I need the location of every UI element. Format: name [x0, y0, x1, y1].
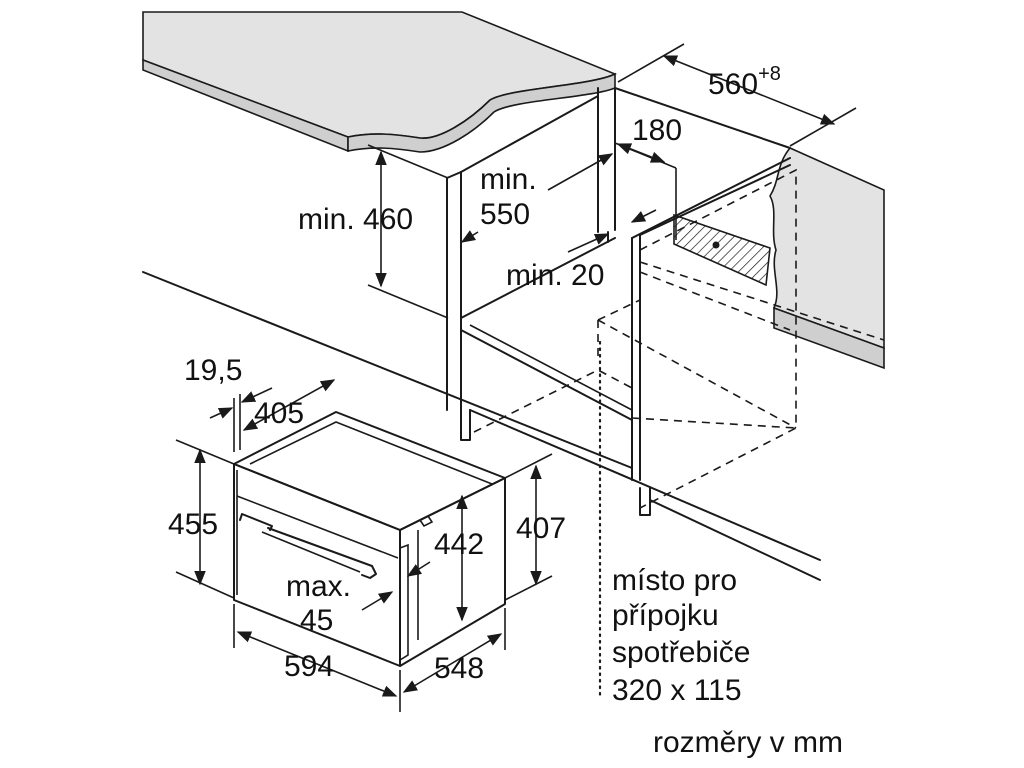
label-455: 455 [168, 508, 218, 541]
dim-19-5-405 [209, 379, 336, 452]
dim-594 [233, 604, 401, 712]
label-max45-line1: max. [286, 570, 351, 603]
connection-note-line-3: spotřebiče [612, 636, 750, 669]
dim-niche-depth [617, 43, 857, 147]
label-405: 405 [254, 397, 304, 430]
label-min-460: min. 460 [298, 203, 413, 236]
label-min-550-line2: 550 [480, 198, 530, 231]
label-442: 442 [434, 528, 484, 561]
connection-area [673, 213, 771, 287]
connection-note-line-2: přípojku [612, 599, 719, 632]
connection-note-line-1: místo pro [612, 564, 737, 597]
niche-dashed-outline [473, 168, 885, 509]
label-180: 180 [632, 114, 682, 147]
dim-min-460 [367, 144, 449, 319]
dim-455 [175, 439, 235, 599]
label-407: 407 [516, 512, 566, 545]
connection-note-line-4: 320 x 115 [612, 674, 742, 707]
dim-max-45 [361, 561, 431, 611]
dim-min-550 [460, 153, 614, 243]
label-max45-line2: 45 [300, 604, 333, 637]
label-560: 560+8 [708, 63, 781, 101]
worktop-right [769, 147, 885, 370]
dim-180 [614, 142, 677, 240]
label-594: 594 [284, 650, 334, 683]
dim-min-20 [567, 209, 657, 253]
worktop-left [142, 11, 617, 153]
label-min-550-line1: min. [480, 163, 537, 196]
dim-407 [504, 453, 553, 601]
label-19-5: 19,5 [184, 354, 242, 387]
dim-548 [402, 608, 506, 693]
units-note: rozměry v mm [653, 726, 843, 759]
label-min-20: min. 20 [506, 259, 604, 292]
cabinet-frame [142, 87, 821, 581]
label-548: 548 [434, 652, 484, 685]
